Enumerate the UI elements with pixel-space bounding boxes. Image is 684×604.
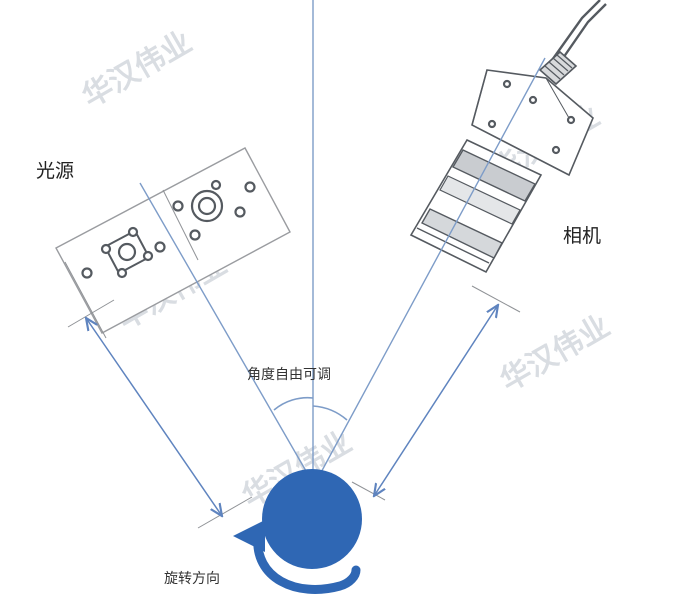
light-guide-line [67, 299, 115, 328]
camera-screw [487, 119, 497, 129]
angle-arc [312, 405, 348, 421]
camera-screw [528, 95, 538, 105]
camera-screw [566, 115, 576, 125]
rotation-arrow [253, 531, 361, 594]
mount-hole [127, 226, 139, 238]
light-distance-arrow [86, 318, 222, 516]
rotation-direction-label: 旋转方向 [164, 571, 220, 587]
angle-arc [273, 396, 314, 411]
camera-cable [544, 0, 601, 71]
light-module-center-hole [117, 242, 137, 262]
camera [409, 0, 607, 274]
angle-adjustable-label: 角度自由可调 [247, 367, 331, 383]
lens-ring [421, 208, 503, 259]
camera-axis-line [317, 57, 546, 479]
mount-hole [100, 243, 112, 255]
lens-ring [452, 149, 536, 202]
camera-screw [551, 145, 561, 155]
light-source-divider [162, 189, 199, 261]
camera-screw [502, 79, 512, 89]
mount-hole [116, 267, 128, 279]
mount-hole [154, 241, 166, 253]
object-sphere [262, 469, 362, 569]
lens-ring [439, 175, 521, 225]
lens-ring-inner [197, 196, 217, 216]
mount-hole [81, 267, 93, 279]
camera-distance-arrow [374, 305, 498, 496]
light-axis-line [139, 182, 311, 479]
mount-hole [142, 250, 154, 262]
rotation-arrowhead [233, 520, 265, 552]
watermark-text: 华汉伟业 [77, 25, 198, 115]
light-guide-line [197, 496, 253, 529]
camera-guide-line [471, 285, 521, 313]
mount-hole [172, 200, 184, 212]
watermark-text: 华汉伟业 [495, 309, 616, 399]
mount-hole [189, 229, 201, 241]
mount-hole [234, 206, 246, 218]
light-source-label: 光源 [36, 160, 74, 182]
mount-hole [210, 179, 222, 191]
mount-hole [244, 181, 256, 193]
camera-label: 相机 [563, 225, 601, 247]
